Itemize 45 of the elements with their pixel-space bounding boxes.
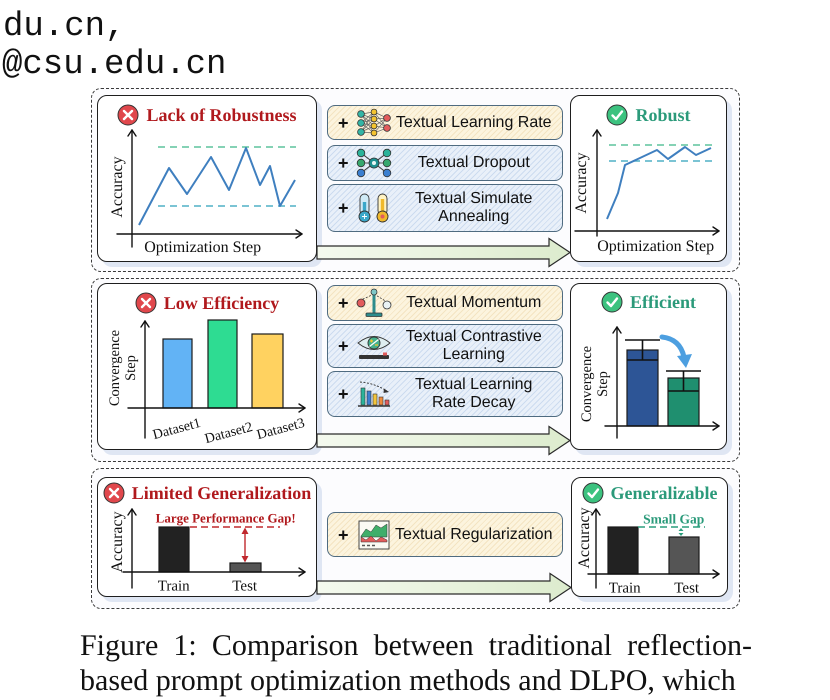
plus-sign: + xyxy=(338,153,349,173)
plus-sign: + xyxy=(338,293,349,313)
technique-label: Textual Simulate Annealing xyxy=(414,190,534,226)
technique-label: Textual Learning Rate Decay xyxy=(414,376,534,412)
axis-label: Accuracy xyxy=(108,511,127,572)
axis-label: Accuracy xyxy=(576,507,594,568)
axis-label: Optimization Step xyxy=(144,238,262,257)
category-label: Train xyxy=(608,580,641,598)
plus-sign: + xyxy=(338,112,349,132)
axis-label: Optimization Step xyxy=(597,238,714,256)
panel-title: Lack of Robustness xyxy=(146,104,297,126)
plus-sign: + xyxy=(338,524,349,544)
block-arrow xyxy=(316,425,572,456)
block-arrow xyxy=(316,237,572,268)
block-arrow xyxy=(316,572,572,603)
panel-title: Limited Generalization xyxy=(132,482,312,504)
email-text: @csu.edu.cn xyxy=(2,46,226,84)
axis-label: Accuracy xyxy=(108,156,127,218)
category-label: Test xyxy=(674,580,700,598)
panel-title: Low Efficiency xyxy=(164,292,280,314)
annotation-text: Small Gap xyxy=(643,511,704,526)
axis-label: Convergence Step xyxy=(578,344,611,424)
panel-title: Generalizable xyxy=(610,482,718,504)
technique-box xyxy=(327,184,563,232)
plus-sign: + xyxy=(338,336,349,356)
technique-label: Textual Dropout xyxy=(418,154,530,172)
axis-label: Accuracy xyxy=(572,152,591,214)
technique-box xyxy=(327,105,563,140)
panel-title: Efficient xyxy=(630,290,696,313)
panel-title: Robust xyxy=(635,104,691,126)
dashed-frame xyxy=(91,468,740,609)
technique-label: Textual Contrastive Learning xyxy=(404,328,543,364)
technique-label: Textual Momentum xyxy=(406,294,542,312)
plus-sign: + xyxy=(338,198,349,218)
email-text: du.cn, xyxy=(3,8,126,46)
technique-label: Textual Learning Rate xyxy=(396,114,552,132)
technique-box xyxy=(327,371,563,417)
figure-caption: Figure 1: Comparison between traditional reflection-based prompt optimization methods and DLPO, which xyxy=(80,628,752,698)
technique-label: Textual Regularization xyxy=(395,526,552,544)
technique-box xyxy=(327,285,563,321)
plus-sign: + xyxy=(338,384,349,404)
dashed-frame xyxy=(91,88,740,272)
technique-box xyxy=(327,512,563,557)
technique-box xyxy=(327,324,563,368)
technique-box xyxy=(327,145,563,181)
